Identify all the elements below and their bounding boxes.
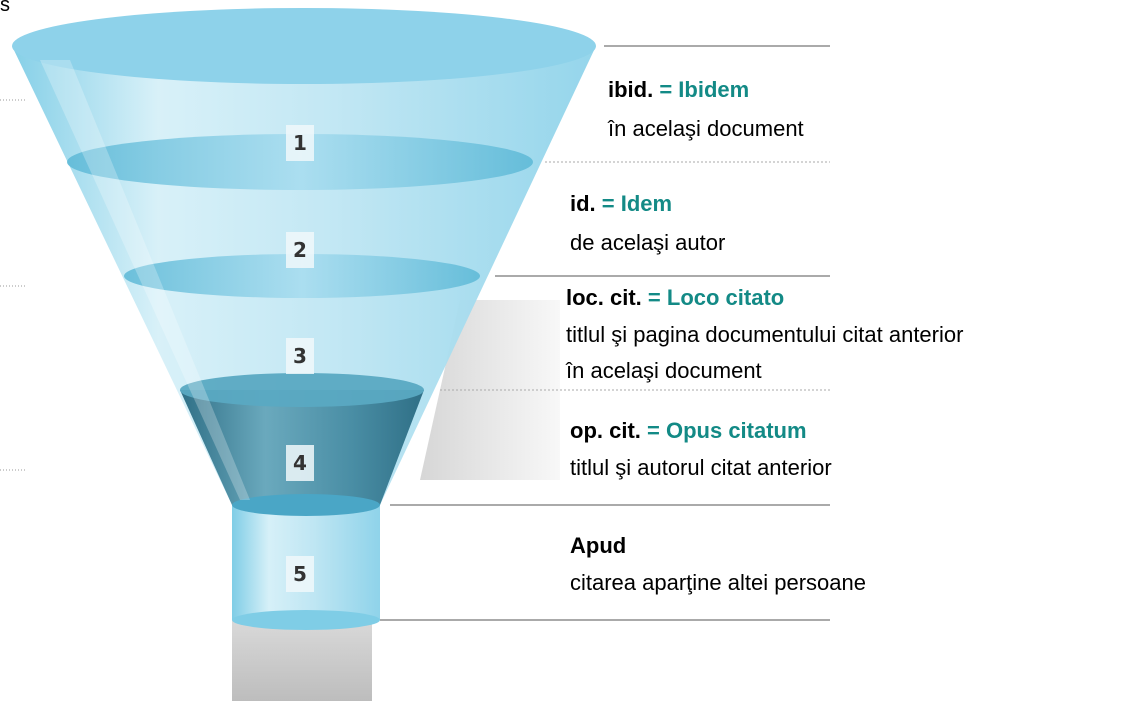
level-3-meaning: = Loco citato <box>647 285 785 310</box>
level-number-2: 2 <box>286 232 314 268</box>
level-number-1: 1 <box>286 125 314 161</box>
funnel-highlight <box>40 60 250 500</box>
level-2-desc: de acelaşi autor <box>570 230 726 255</box>
level-1-abbr: ibid. <box>608 77 654 102</box>
level-4-desc: titlul şi autorul citat anterior <box>570 455 832 480</box>
level-number-5: 5 <box>286 556 314 592</box>
level-4-title: op. cit. = Opus citatum <box>570 416 807 446</box>
level-3-desc-line-2: în acelaşi document <box>566 358 762 383</box>
level-1-desc: în acelaşi document <box>608 116 804 141</box>
level-3-abbr: loc. cit. <box>566 285 642 310</box>
top-left-fragment: s <box>0 0 10 16</box>
level-5-abbr: Apud <box>570 533 627 558</box>
level-number-4: 4 <box>286 445 314 481</box>
level-2-title: id. = Idem <box>570 189 672 219</box>
level-2-abbr: id. <box>570 191 596 216</box>
level-3-desc-line-1: titlul şi pagina documentului citat ante… <box>566 322 964 347</box>
ring-1 <box>67 134 533 190</box>
level-2-meaning: = Idem <box>601 191 673 216</box>
level-4-meaning: = Opus citatum <box>647 418 807 443</box>
ring-4 <box>232 494 380 516</box>
ring-2 <box>124 254 480 298</box>
spout-bottom <box>232 610 380 630</box>
level-1-title: ibid. = Ibidem <box>608 75 749 105</box>
ring-3 <box>180 373 424 407</box>
level-5-desc: citarea aparţine altei persoane <box>570 570 866 595</box>
level-number-3: 3 <box>286 338 314 374</box>
spout-shadow <box>232 620 372 701</box>
level-3-title: loc. cit. = Loco citato <box>566 283 784 313</box>
level-1-meaning: = Ibidem <box>659 77 750 102</box>
level-5-title: Apud <box>570 531 626 561</box>
level-4-abbr: op. cit. <box>570 418 641 443</box>
funnel-rim <box>12 8 596 84</box>
